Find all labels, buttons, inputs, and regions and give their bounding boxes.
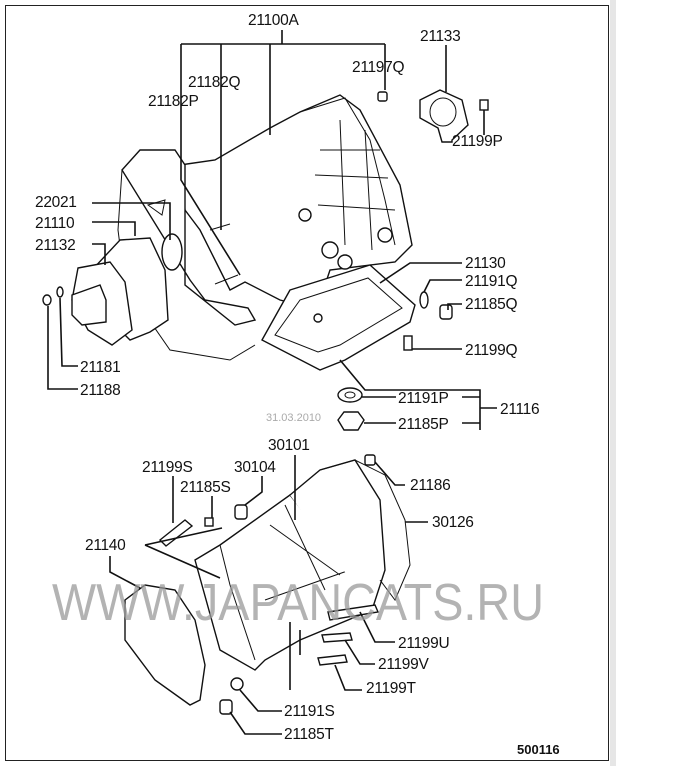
label-21199Q[interactable]: 21199Q	[465, 342, 518, 359]
label-21191P[interactable]: 21191P	[398, 390, 449, 407]
date-stamp: 31.03.2010	[266, 412, 321, 424]
label-21130[interactable]: 21130	[465, 255, 506, 272]
label-21133[interactable]: 21133	[420, 28, 461, 45]
label-21116[interactable]: 21116	[500, 401, 540, 418]
diagram-code: 500116	[517, 742, 560, 757]
label-21182Q[interactable]: 21182Q	[188, 74, 241, 91]
transmission-case-drawing	[42, 89, 489, 431]
label-21199U[interactable]: 21199U	[398, 635, 450, 652]
label-21197Q[interactable]: 21197Q	[352, 59, 405, 76]
window-edge	[610, 0, 616, 766]
label-30101[interactable]: 30101	[268, 437, 310, 454]
label-21132[interactable]: 21132	[35, 237, 76, 254]
label-21191S[interactable]: 21191S	[284, 703, 335, 720]
label-30104[interactable]: 30104	[234, 459, 277, 476]
label-21185P[interactable]: 21185P	[398, 416, 449, 433]
label-21182P[interactable]: 21182P	[148, 93, 199, 110]
label-21140[interactable]: 21140	[85, 537, 126, 554]
label-21185T[interactable]: 21185T	[284, 726, 335, 743]
label-21100A[interactable]: 21100A	[248, 12, 300, 29]
label-21199T[interactable]: 21199T	[366, 680, 417, 697]
watermark: WWW.JAPANCATS.RU	[52, 574, 544, 632]
extension-housing-drawing	[124, 454, 411, 715]
leader-lines	[47, 30, 497, 735]
part-labels: 21100A 21133 21197Q 21182Q 21182P 21199P…	[35, 12, 540, 743]
label-21181[interactable]: 21181	[80, 359, 121, 376]
label-21185S[interactable]: 21185S	[180, 479, 231, 496]
label-30126[interactable]: 30126	[432, 514, 474, 531]
label-21188[interactable]: 21188	[80, 382, 121, 399]
label-21199V[interactable]: 21199V	[378, 656, 430, 673]
label-21186[interactable]: 21186	[410, 477, 451, 494]
label-22021[interactable]: 22021	[35, 194, 77, 211]
label-21191Q[interactable]: 21191Q	[465, 273, 518, 290]
label-21199P[interactable]: 21199P	[452, 133, 503, 150]
label-21185Q[interactable]: 21185Q	[465, 296, 518, 313]
label-21110[interactable]: 21110	[35, 215, 75, 232]
label-21199S[interactable]: 21199S	[142, 459, 193, 476]
